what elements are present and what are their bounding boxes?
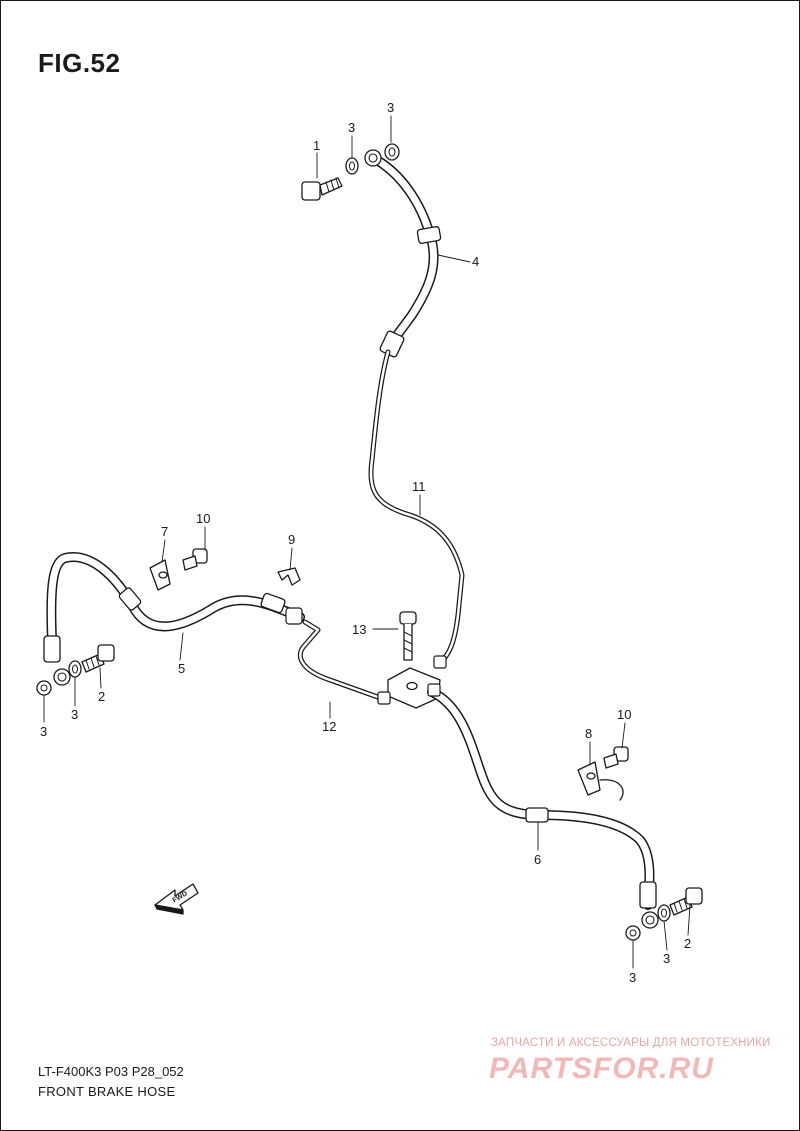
leader-lines xyxy=(43,115,691,969)
upper-brake-hose xyxy=(364,149,442,358)
washer-icon xyxy=(384,143,400,161)
washer-icon xyxy=(625,925,641,941)
callout-labels: 1 3 3 4 11 13 10 7 9 5 2 3 3 12 10 8 6 2… xyxy=(40,100,691,985)
brake-pipe-11 xyxy=(368,349,465,669)
callout-3: 3 xyxy=(348,120,355,135)
washer-icon xyxy=(68,660,82,678)
callout-3: 3 xyxy=(71,707,78,722)
callout-4: 4 xyxy=(472,254,479,269)
callout-13: 13 xyxy=(352,622,366,637)
callout-12: 12 xyxy=(322,719,336,734)
callout-10: 10 xyxy=(196,511,210,526)
banjo-bolt-1 xyxy=(301,177,343,201)
callout-11: 11 xyxy=(412,479,426,494)
right-brake-hose xyxy=(427,683,659,929)
callout-3: 3 xyxy=(40,724,47,739)
callout-10: 10 xyxy=(617,707,631,722)
fwd-arrow-icon xyxy=(154,883,199,915)
brake-hose-joint xyxy=(387,611,441,709)
left-brake-hose xyxy=(43,552,305,686)
callout-3: 3 xyxy=(663,951,670,966)
brake-pipe-12 xyxy=(297,619,391,705)
washer-icon xyxy=(36,680,52,696)
callout-2: 2 xyxy=(98,689,105,704)
watermark-tagline: ЗАПЧАСТИ И АКСЕССУАРЫ ДЛЯ МОТОТЕХНИКИ xyxy=(491,1037,771,1049)
callout-2: 2 xyxy=(684,936,691,951)
clamp-bolt-10-left xyxy=(182,548,208,571)
callout-1: 1 xyxy=(313,138,320,153)
callout-6: 6 xyxy=(534,852,541,867)
callout-9: 9 xyxy=(288,532,295,547)
callout-8: 8 xyxy=(585,726,592,741)
banjo-bolt-2-left xyxy=(81,644,115,673)
callout-3: 3 xyxy=(387,100,394,115)
callout-5: 5 xyxy=(178,661,185,676)
washer-icon xyxy=(657,904,671,922)
figure-title: FIG.52 xyxy=(38,48,121,78)
diagram-caption: FRONT BRAKE HOSE xyxy=(38,1084,176,1099)
watermark-brand: partsfor.ru xyxy=(489,1052,714,1085)
callout-3: 3 xyxy=(629,970,636,985)
callout-7: 7 xyxy=(161,524,168,539)
model-code: LT-F400K3 P03 P28_052 xyxy=(38,1064,184,1079)
washer-icon xyxy=(345,157,359,175)
banjo-bolt-2-right xyxy=(669,887,703,916)
hose-clip-9 xyxy=(277,567,301,586)
hose-clamp-8 xyxy=(577,761,624,801)
hose-clamp-7 xyxy=(149,559,171,591)
clamp-bolt-10-right xyxy=(603,746,629,769)
